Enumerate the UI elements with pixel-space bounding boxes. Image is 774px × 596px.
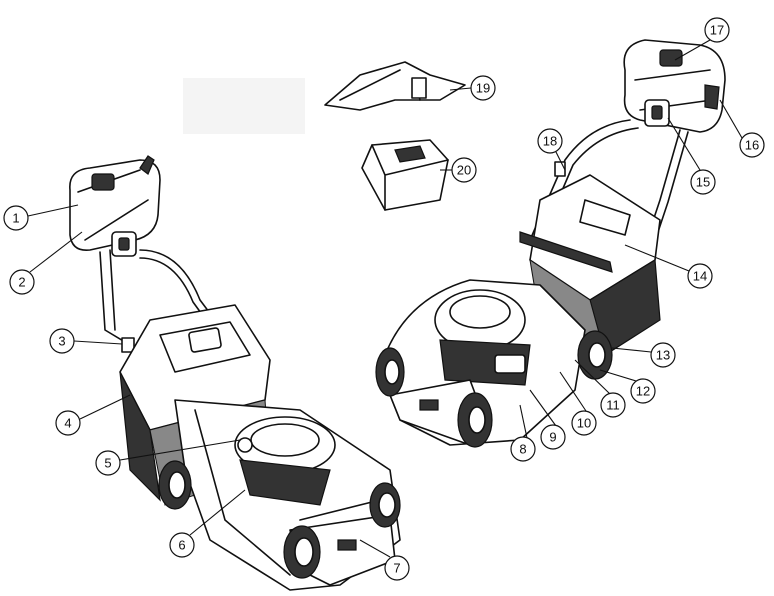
svg-text:18: 18	[543, 134, 557, 149]
callout-11: 11	[600, 392, 626, 418]
svg-text:7: 7	[393, 561, 400, 576]
left-engine-body	[239, 459, 331, 506]
right-drive-lever	[704, 84, 720, 110]
left-oil-cap	[237, 437, 253, 453]
left-drive-lever	[139, 155, 155, 175]
left-height-knob	[121, 337, 135, 353]
mulching-plug	[361, 139, 449, 211]
svg-text:2: 2	[18, 275, 25, 290]
faint-watermark-area	[183, 78, 305, 134]
svg-text:1: 1	[12, 211, 19, 226]
right-wheels	[375, 330, 613, 448]
callout-4: 4	[55, 410, 81, 436]
callout-16: 16	[739, 132, 765, 158]
svg-text:8: 8	[519, 442, 526, 457]
callout-1: 1	[3, 205, 29, 231]
svg-text:15: 15	[696, 175, 710, 190]
svg-text:14: 14	[693, 269, 707, 284]
left-mower-front-view	[69, 155, 401, 591]
callout-7: 7	[384, 555, 410, 581]
callout-6: 6	[169, 532, 195, 558]
right-handle-control	[659, 49, 683, 67]
callout-12: 12	[630, 378, 656, 404]
left-grass-bag-side	[119, 371, 161, 502]
callout-10: 10	[571, 410, 597, 436]
callout-3: 3	[49, 328, 75, 354]
callout-5: 5	[95, 450, 121, 476]
left-wheels	[158, 460, 401, 579]
callout-18: 18	[537, 128, 563, 154]
callout-19: 19	[470, 75, 496, 101]
callout-2: 2	[9, 269, 35, 295]
svg-text:5: 5	[104, 456, 111, 471]
callout-8: 8	[510, 436, 536, 462]
right-cable-clip	[554, 161, 566, 177]
svg-text:20: 20	[457, 163, 471, 178]
left-handle-control	[91, 173, 115, 191]
svg-text:11: 11	[606, 398, 620, 413]
callout-17: 17	[704, 17, 730, 43]
svg-text:12: 12	[636, 384, 650, 399]
right-handle-loop	[623, 39, 726, 133]
svg-text:3: 3	[58, 334, 65, 349]
leader-lines	[27, 39, 743, 558]
callout-20: 20	[451, 157, 477, 183]
side-discharge-deflector	[324, 61, 466, 111]
svg-text:4: 4	[64, 416, 71, 431]
svg-text:17: 17	[710, 23, 724, 38]
svg-text:6: 6	[178, 538, 185, 553]
callout-13: 13	[650, 342, 676, 368]
svg-text:9: 9	[549, 430, 556, 445]
callout-15: 15	[690, 169, 716, 195]
left-handle-loop	[69, 159, 161, 252]
svg-text:10: 10	[577, 416, 591, 431]
callout-9: 9	[540, 424, 566, 450]
svg-text:16: 16	[745, 138, 759, 153]
callout-14: 14	[687, 263, 713, 289]
right-mower-rear-view	[375, 39, 726, 448]
svg-text:13: 13	[656, 348, 670, 363]
right-bag-handle	[519, 231, 613, 273]
svg-text:19: 19	[476, 81, 490, 96]
